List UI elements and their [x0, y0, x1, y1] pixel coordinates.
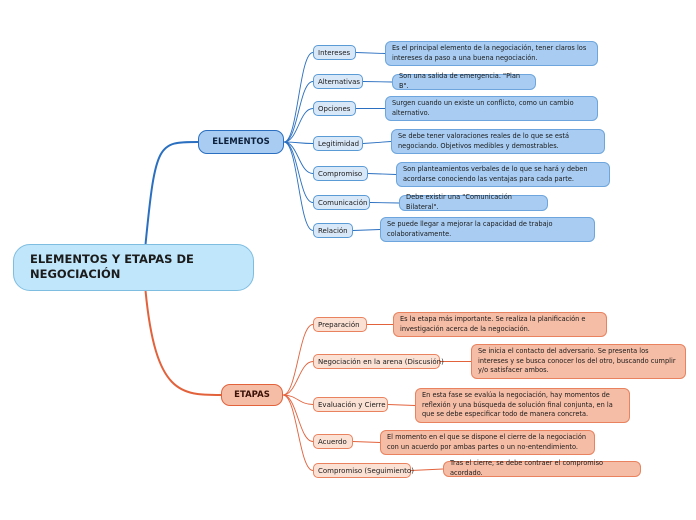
topic-label: Acuerdo: [318, 437, 347, 446]
link-desc-legitimidad: [362, 141, 392, 144]
topic-label: Evaluación y Cierre: [318, 400, 386, 409]
link-root-branch-etapas: [144, 290, 222, 396]
topic-evaluacion-cierre[interactable]: Evaluación y Cierre: [313, 397, 388, 412]
root-topic[interactable]: ELEMENTOS Y ETAPAS DE NEGOCIACIÓN: [13, 244, 254, 291]
topic-label: Legitimidad: [318, 139, 360, 148]
link-desc-intereses: [355, 52, 386, 54]
desc-evaluacion-cierre[interactable]: En esta fase se evalúa la negociación, h…: [415, 388, 630, 423]
topic-label: Relación: [318, 226, 348, 235]
link-desc-compromiso: [367, 173, 397, 175]
topic-label: Compromiso (Seguimiento): [318, 466, 414, 475]
topic-label: Preparación: [318, 320, 360, 329]
topic-label: Opciones: [318, 104, 351, 113]
desc-compromiso-seguimiento[interactable]: Tras el cierre, se debe contraer el comp…: [443, 459, 641, 477]
link-topic-legitimidad: [283, 141, 314, 144]
link-topic-evaluacion-cierre: [282, 394, 314, 405]
topic-label: Comunicación: [318, 198, 368, 207]
desc-text: Es la etapa más importante. Se realiza l…: [400, 314, 586, 333]
topic-label: Intereses: [318, 48, 351, 57]
link-root-branch-elementos: [144, 141, 199, 245]
link-topic-negociacion-arena: [282, 361, 314, 396]
link-topic-compromiso-seguimiento: [282, 394, 314, 471]
topic-alternativas[interactable]: Alternativas: [313, 74, 363, 89]
desc-preparacion[interactable]: Es la etapa más importante. Se realiza l…: [393, 312, 607, 337]
desc-text: Se inicia el contacto del adversario. Se…: [478, 347, 676, 375]
topic-label: Compromiso: [318, 169, 363, 178]
topic-legitimidad[interactable]: Legitimidad: [313, 136, 363, 151]
desc-text: El momento en el que se dispone el cierr…: [387, 432, 587, 451]
desc-opciones[interactable]: Surgen cuando un existe un conflicto, co…: [385, 96, 598, 121]
desc-relacion[interactable]: Se puede llegar a mejorar la capacidad d…: [380, 217, 595, 242]
branch-label: ELEMENTOS: [212, 137, 270, 147]
link-topic-compromiso: [283, 141, 314, 174]
desc-negociacion-arena[interactable]: Se inicia el contacto del adversario. Se…: [471, 344, 686, 379]
desc-text: Tras el cierre, se debe contraer el comp…: [450, 459, 604, 477]
desc-text: Son planteamientos verbales de lo que se…: [403, 164, 588, 183]
topic-compromiso-seguimiento[interactable]: Compromiso (Seguimiento): [313, 463, 414, 478]
desc-text: Se debe tener valoraciones reales de lo …: [398, 131, 570, 150]
topic-opciones[interactable]: Opciones: [313, 101, 356, 116]
link-desc-compromiso-seguimiento: [410, 468, 444, 471]
desc-intereses[interactable]: Es el principal elemento de la negociaci…: [385, 41, 598, 66]
branch-label: ETAPAS: [234, 390, 270, 400]
link-desc-acuerdo: [352, 441, 381, 443]
link-topic-preparacion: [282, 324, 314, 396]
link-desc-comunicacion: [369, 202, 400, 204]
topic-intereses[interactable]: Intereses: [313, 45, 356, 60]
link-topic-opciones: [283, 108, 314, 143]
desc-text: En esta fase se evalúa la negociación, h…: [422, 391, 613, 419]
desc-legitimidad[interactable]: Se debe tener valoraciones reales de lo …: [391, 129, 605, 154]
topic-comunicacion[interactable]: Comunicación: [313, 195, 370, 210]
link-topic-alternativas: [283, 81, 314, 143]
topic-label: Alternativas: [318, 77, 361, 86]
topic-label: Negociación en la arena (Discusión): [318, 357, 444, 366]
desc-text: Son una salida de emergencia. "Plan B".: [399, 72, 521, 90]
desc-acuerdo[interactable]: El momento en el que se dispone el cierr…: [380, 430, 595, 455]
desc-comunicacion[interactable]: Debe existir una "Comunicación Bilateral…: [399, 193, 548, 211]
desc-text: Es el principal elemento de la negociaci…: [392, 43, 587, 62]
topic-negociacion-arena[interactable]: Negociación en la arena (Discusión): [313, 354, 444, 369]
branch-elementos[interactable]: ELEMENTOS: [198, 130, 284, 154]
link-topic-comunicacion: [283, 141, 314, 203]
link-desc-evaluacion-cierre: [387, 404, 416, 406]
desc-text: Debe existir una "Comunicación Bilateral…: [406, 193, 512, 211]
link-desc-alternativas: [362, 81, 393, 83]
desc-alternativas[interactable]: Son una salida de emergencia. "Plan B".: [392, 72, 536, 90]
topic-relacion[interactable]: Relación: [313, 223, 353, 238]
link-topic-intereses: [283, 52, 314, 143]
link-desc-relacion: [352, 229, 381, 231]
topic-compromiso[interactable]: Compromiso: [313, 166, 368, 181]
branch-etapas[interactable]: ETAPAS: [221, 384, 283, 406]
topic-acuerdo[interactable]: Acuerdo: [313, 434, 353, 449]
desc-compromiso[interactable]: Son planteamientos verbales de lo que se…: [396, 162, 610, 187]
desc-text: Se puede llegar a mejorar la capacidad d…: [387, 219, 553, 238]
link-topic-relacion: [283, 141, 314, 231]
topic-preparacion[interactable]: Preparación: [313, 317, 367, 332]
desc-text: Surgen cuando un existe un conflicto, co…: [392, 98, 574, 117]
root-title: ELEMENTOS Y ETAPAS DE NEGOCIACIÓN: [30, 252, 194, 281]
